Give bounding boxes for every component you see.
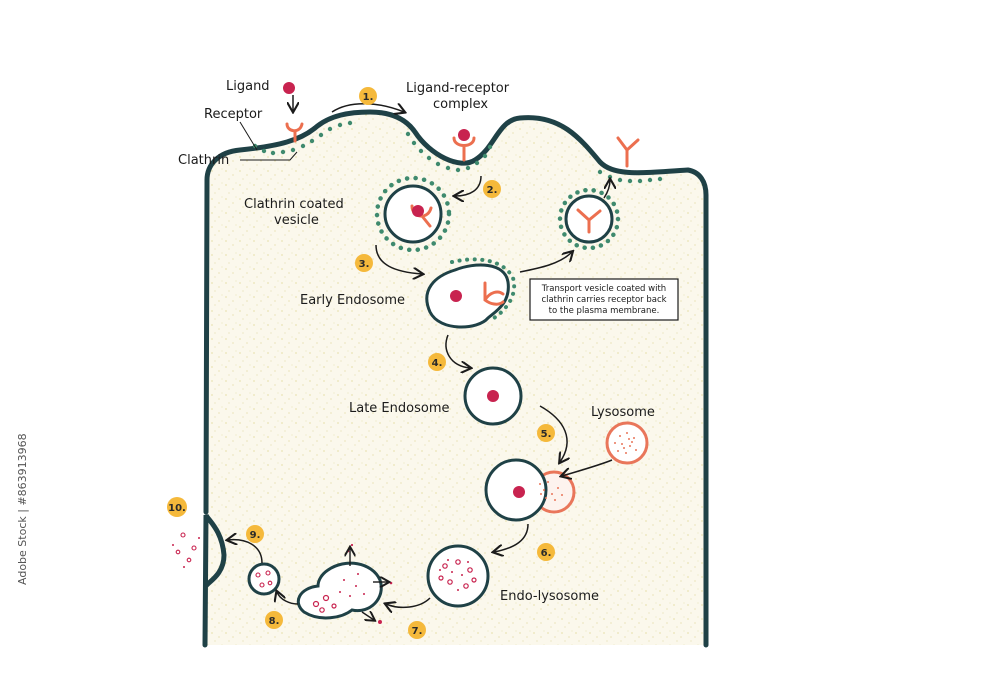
step-5-badge: 5. [537, 424, 555, 442]
receptor-recycled [616, 136, 640, 168]
step-2-badge: 2. [483, 180, 501, 198]
clathrin-coated-vesicle [374, 175, 452, 253]
plasma-membrane [202, 513, 227, 648]
label-early-endosome: Early Endosome [300, 293, 405, 308]
cell-speckles [205, 112, 706, 645]
endo-lysosome [426, 544, 490, 608]
label-clathrin-vesicle-2: vesicle [274, 213, 319, 228]
step-9-badge: 9. [246, 525, 264, 543]
label-endo-lysosome: Endo-lysosome [500, 589, 599, 604]
lysosome [605, 421, 649, 465]
transport-vesicle [557, 187, 621, 251]
label-clathrin-vesicle-1: Clathrin coated [244, 197, 344, 212]
svg-text:10.: 10. [168, 503, 186, 514]
step-7-badge: 7. [408, 621, 426, 639]
step-10-badge: 10. [167, 497, 187, 517]
step-4-badge: 4. [428, 353, 446, 371]
clathrin-coat-membrane [252, 120, 663, 184]
step-badges: 1. 2. 3. 4. 5. 6. 7. 8. 9. 10. [167, 87, 555, 639]
svg-text:4.: 4. [432, 358, 443, 369]
stock-watermark: Adobe Stock | #863913968 [16, 433, 29, 585]
note-line-2: clathrin carries receptor back [541, 295, 666, 305]
fusing-endosome-lysosome [484, 458, 576, 522]
early-endosome [425, 257, 517, 329]
note-line-1: Transport vesicle coated with [541, 284, 666, 294]
label-lysosome: Lysosome [591, 405, 655, 420]
label-receptor: Receptor [204, 107, 263, 122]
svg-text:9.: 9. [250, 530, 261, 541]
label-ligand: Ligand [226, 79, 270, 94]
step-1-badge: 1. [359, 87, 377, 105]
label-late-endosome: Late Endosome [349, 401, 449, 416]
svg-text:6.: 6. [541, 548, 552, 559]
step-6-badge: 6. [537, 543, 555, 561]
exocytic-vesicle [247, 562, 281, 596]
label-ligand-receptor-2: complex [433, 97, 488, 112]
svg-text:3.: 3. [359, 259, 370, 270]
svg-text:5.: 5. [541, 429, 552, 440]
late-endosome [463, 366, 523, 426]
label-ligand-receptor-1: Ligand-receptor [406, 81, 510, 96]
transport-note-box: Transport vesicle coated with clathrin c… [529, 278, 679, 321]
digesting-vesicle [296, 543, 393, 624]
released-contents [172, 532, 200, 568]
ligand-free [283, 82, 295, 94]
note-line-3: to the plasma membrane. [549, 306, 660, 316]
svg-text:1.: 1. [363, 92, 374, 103]
step-3-badge: 3. [355, 254, 373, 272]
svg-text:7.: 7. [412, 626, 423, 637]
receptor-free [285, 122, 304, 143]
ligand-receptor-complex [452, 129, 476, 162]
svg-text:2.: 2. [487, 185, 498, 196]
step-8-badge: 8. [265, 611, 283, 629]
label-clathrin: Clathrin [178, 153, 229, 168]
plasma-membrane-left [203, 109, 709, 648]
svg-text:8.: 8. [269, 616, 280, 627]
